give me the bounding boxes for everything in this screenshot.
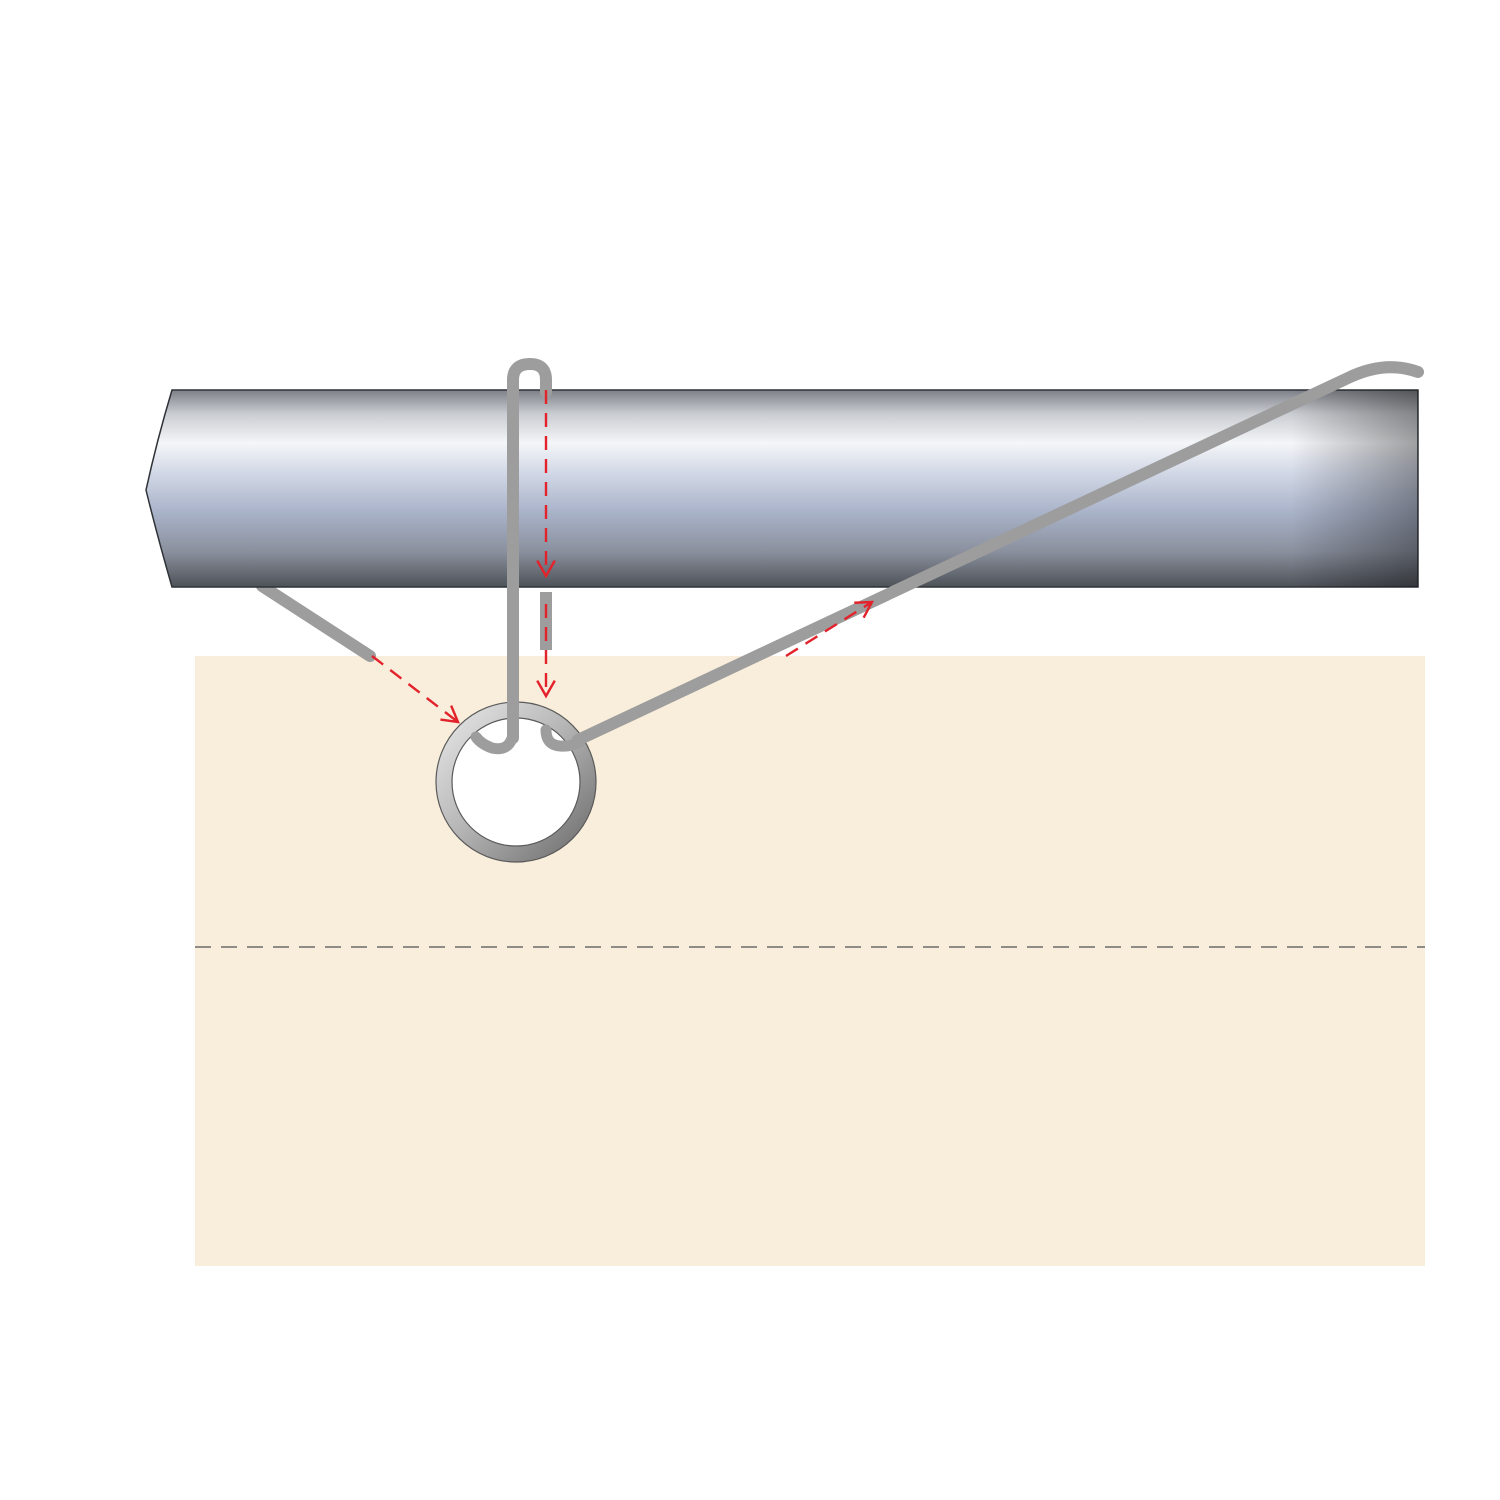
cord-loop [507,357,552,744]
arrow-along-strand [785,600,875,658]
banner-fabric [195,656,1425,1266]
direction-arrows [371,390,875,724]
cord-hook-left [470,729,519,755]
arrow-into-grommet [371,655,460,724]
cord-right-strand [572,361,1424,746]
cord-left-strand [256,580,376,662]
pole [145,389,1419,588]
